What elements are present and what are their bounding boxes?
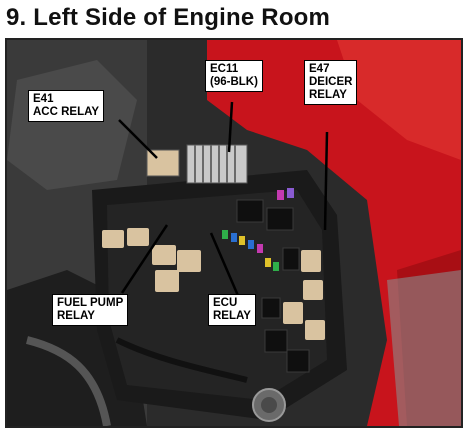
callout-e41-name: ACC RELAY (33, 106, 100, 118)
callout-ec11: EC11 (96-BLK) (205, 60, 263, 92)
callout-e47-deicer-relay: E47 DEICER RELAY (304, 60, 358, 105)
callout-ecu-name: ECU (213, 297, 238, 309)
callout-ec11-code: EC11 (210, 63, 239, 75)
mini-fuses (222, 188, 294, 271)
leader-lines (118, 101, 329, 299)
callout-fuel-pump-relay: FUEL PUMP RELAY (52, 294, 129, 326)
callout-e47-name: DEICER (309, 76, 353, 88)
callout-fuel-pump-name: FUEL PUMP (57, 297, 124, 309)
callout-ec11-color: (96-BLK) (210, 76, 258, 88)
callout-e41-code: E41 (33, 93, 54, 105)
callout-ecu-type: RELAY (213, 310, 251, 322)
callout-e47-code: E47 (309, 63, 330, 75)
page-title: 9. Left Side of Engine Room (6, 4, 331, 31)
callout-e41-acc-relay: E41 ACC RELAY (28, 90, 105, 122)
relay-blocks (102, 228, 325, 340)
callout-ecu-relay: ECU RELAY (208, 294, 256, 326)
callout-e47-type: RELAY (309, 89, 347, 101)
callout-fuel-pump-type: RELAY (57, 310, 95, 322)
ec11-connector (186, 144, 248, 184)
